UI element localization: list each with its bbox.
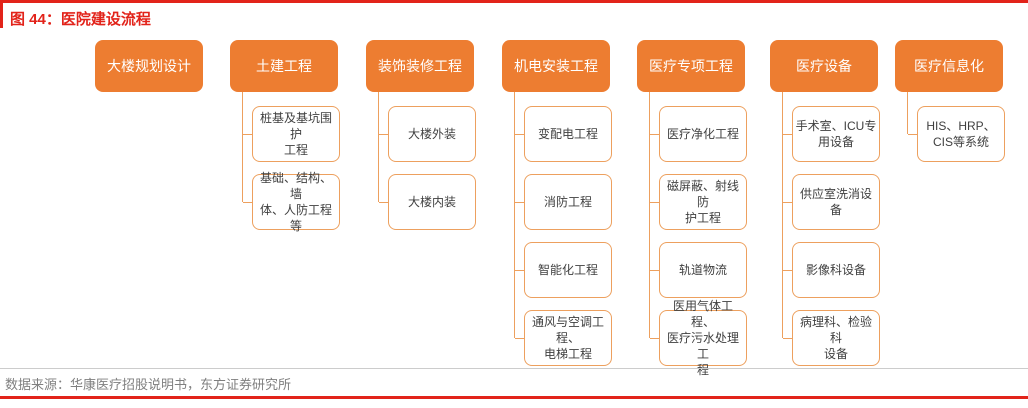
sub-item-box: 病理科、检验科 设备: [783, 310, 880, 366]
sub-item-box: 影像科设备: [783, 242, 880, 298]
sub-item-box: 大楼外装: [379, 106, 476, 162]
connector-line: [907, 92, 908, 134]
stage-box-mep: 机电安装工程: [502, 40, 610, 92]
bottom-rule: [0, 396, 1028, 399]
flow-column-civil: 土建工程 桩基及基坑围护 工程 基础、结构、墙 体、人防工程等: [230, 40, 340, 370]
footer-divider: [0, 368, 1028, 369]
title-accent-bar: [0, 3, 3, 28]
connector-line: [649, 92, 650, 338]
sub-item-box: 通风与空调工程、 电梯工程: [515, 310, 612, 366]
flow-column-mep: 机电安装工程 变配电工程 消防工程 智能化工程 通风与空调工程、 电梯工程: [502, 40, 612, 370]
stage-box-decoration: 装饰装修工程: [366, 40, 474, 92]
connector-line: [514, 92, 515, 338]
sub-item-box: 桩基及基坑围护 工程: [243, 106, 340, 162]
stage-box-civil: 土建工程: [230, 40, 338, 92]
sub-item-box: 大楼内装: [379, 174, 476, 230]
sub-item-box: 医疗净化工程: [650, 106, 747, 162]
sub-item-box: 手术室、ICU专 用设备: [783, 106, 880, 162]
top-rule: [0, 0, 1028, 3]
flow-column-decoration: 装饰装修工程 大楼外装 大楼内装: [366, 40, 476, 370]
source-note: 数据来源：华康医疗招股说明书，东方证券研究所: [5, 377, 292, 392]
flow-column-planning: 大楼规划设计: [95, 40, 203, 370]
flow-column-medical-it: 医疗信息化 HIS、HRP、 CIS等系统: [895, 40, 1005, 370]
sub-item-box: 基础、结构、墙 体、人防工程等: [243, 171, 340, 233]
sub-item-box: 磁屏蔽、射线防 护工程: [650, 174, 747, 230]
connector-line: [242, 92, 243, 202]
sub-item-box: 医用气体工程、 医疗污水处理工 程: [650, 299, 747, 377]
stage-box-medical-equipment: 医疗设备: [770, 40, 878, 92]
connector-line: [378, 92, 379, 202]
sub-item-box: HIS、HRP、 CIS等系统: [908, 106, 1005, 162]
stage-box-medical-special: 医疗专项工程: [637, 40, 745, 92]
sub-item-box: 轨道物流: [650, 242, 747, 298]
flow-column-medical-special: 医疗专项工程 医疗净化工程 磁屏蔽、射线防 护工程 轨道物流 医用气体工程、 医…: [637, 40, 747, 377]
sub-item-box: 变配电工程: [515, 106, 612, 162]
figure-title: 图 44：医院建设流程: [10, 11, 151, 28]
connector-line: [782, 92, 783, 338]
stage-box-planning: 大楼规划设计: [95, 40, 203, 92]
sub-item-box: 智能化工程: [515, 242, 612, 298]
flow-column-medical-equipment: 医疗设备 手术室、ICU专 用设备 供应室洗消设备 影像科设备 病理科、检验科 …: [770, 40, 880, 370]
sub-item-box: 消防工程: [515, 174, 612, 230]
sub-item-box: 供应室洗消设备: [783, 174, 880, 230]
stage-box-medical-it: 医疗信息化: [895, 40, 1003, 92]
